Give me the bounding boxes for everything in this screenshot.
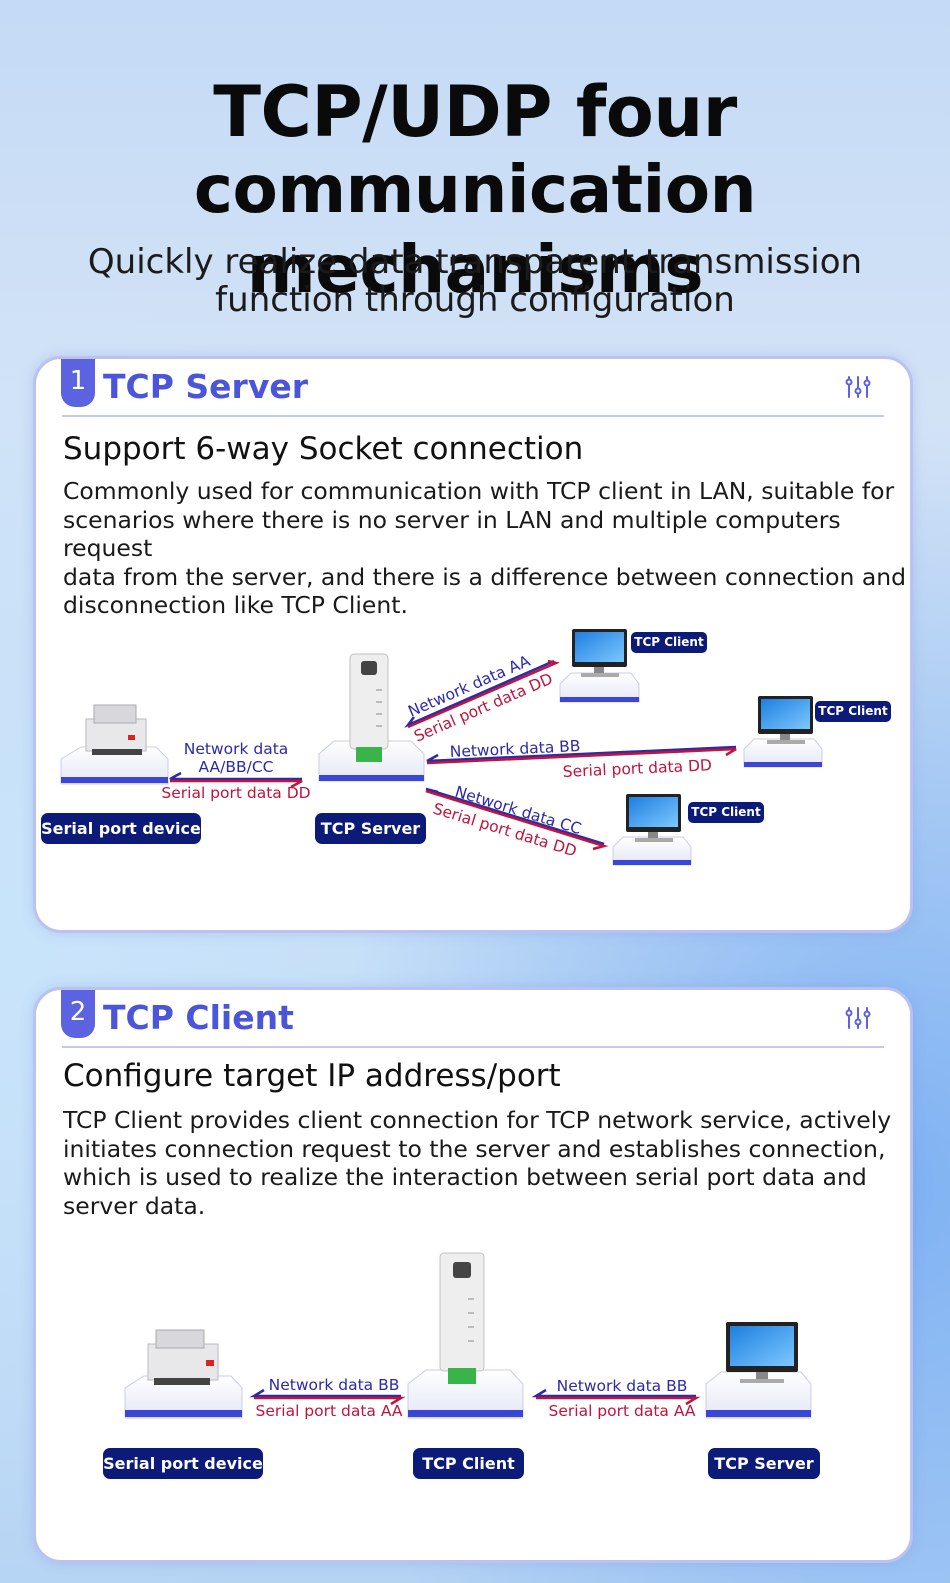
tcp-server-card: 1 TCP Server Support 6-way Socket connec… <box>33 356 913 933</box>
network-data-label: Network data BB <box>449 737 580 761</box>
serial-data-label: Serial port data AA <box>549 1402 696 1420</box>
serial-arrow <box>407 659 560 729</box>
network-data-label: Network data BB <box>557 1377 688 1395</box>
section-divider <box>62 415 884 417</box>
device-label: Serial port device <box>41 813 201 844</box>
network-arrow <box>169 771 302 781</box>
network-arrow <box>249 1388 401 1398</box>
network-data-label: Network data BB <box>269 1376 400 1394</box>
description-line: server data. <box>63 1191 206 1220</box>
tcp-client-diagram: Network data BB Serial port data AA Netw… <box>36 1238 910 1538</box>
network-arrow <box>531 1388 696 1398</box>
device-label: TCP Server <box>708 1448 820 1479</box>
section-divider <box>62 1046 884 1048</box>
device-label: TCP Client <box>413 1448 524 1479</box>
description-line: scenarios where there is no server in LA… <box>63 505 841 563</box>
page-subtitle-line-2: function through configuration <box>215 280 735 320</box>
tcp-client-card: 2 TCP Client Configure target IP address… <box>33 987 913 1563</box>
section-number-badge: 2 <box>61 990 95 1038</box>
gateway-module-icon <box>318 653 425 782</box>
printer-device-icon <box>124 1329 243 1419</box>
section-heading: Configure target IP address/port <box>63 1058 561 1094</box>
diagram-canvas: Network data AA/BB/CC Serial port data D… <box>60 629 823 866</box>
serial-arrow <box>254 1396 406 1406</box>
computer-icon <box>743 696 823 768</box>
network-data-label: AA/BB/CC <box>199 758 274 776</box>
settings-sliders-icon <box>845 1007 871 1029</box>
section-description: TCP Client provides client connection fo… <box>63 1106 910 1220</box>
device-label: TCP Server <box>315 813 426 844</box>
page-subtitle-line-1: Quickly realize data transparent transmi… <box>87 242 863 282</box>
device-label: Serial port device <box>103 1448 263 1479</box>
description-line: which is used to realize the interaction… <box>63 1163 867 1191</box>
description-line: data from the server, and there is a dif… <box>63 562 907 591</box>
gateway-module-icon <box>407 1252 524 1419</box>
serial-arrow <box>536 1396 701 1406</box>
network-arrow <box>425 787 605 846</box>
network-arrow <box>404 659 555 729</box>
serial-data-label: Serial port data DD <box>161 784 310 802</box>
description-line: disconnection like TCP Client. <box>63 591 408 619</box>
section-number-badge: 1 <box>61 359 95 407</box>
section-description: Commonly used for communication with TCP… <box>63 477 910 620</box>
section-heading: Support 6-way Socket connection <box>63 431 584 467</box>
serial-arrow <box>425 789 609 851</box>
network-arrow <box>426 745 737 763</box>
device-label: TCP Client <box>815 701 891 722</box>
tcp-server-diagram: Network data AA/BB/CC Serial port data D… <box>36 609 910 909</box>
description-line: TCP Client provides client connection fo… <box>63 1106 892 1134</box>
network-data-label: Network data <box>184 740 289 758</box>
diagram-canvas: Network data BB Serial port data AA Netw… <box>124 1252 812 1420</box>
serial-data-label: Serial port data DD <box>562 756 712 781</box>
serial-data-label: Serial port data AA <box>256 1402 403 1420</box>
section-title: TCP Client <box>103 998 294 1037</box>
printer-device-icon <box>60 704 169 785</box>
serial-arrow <box>426 747 737 765</box>
page-title-line-1: TCP/UDP four <box>213 71 737 153</box>
device-label: TCP Client <box>688 802 764 823</box>
link-arrows <box>169 659 737 851</box>
page-title-line-2: communication mechanisms <box>193 151 757 308</box>
link-arrows <box>249 1388 701 1406</box>
section-title: TCP Server <box>103 367 308 406</box>
computer-icon <box>705 1322 812 1419</box>
settings-sliders-icon <box>845 376 871 398</box>
device-label: TCP Client <box>631 632 707 653</box>
computer-icon <box>612 794 692 866</box>
description-line: initiates connection request to the serv… <box>63 1134 886 1163</box>
description-line: Commonly used for communication with TCP… <box>63 477 895 505</box>
serial-arrow <box>170 779 303 789</box>
computer-icon <box>559 629 640 703</box>
